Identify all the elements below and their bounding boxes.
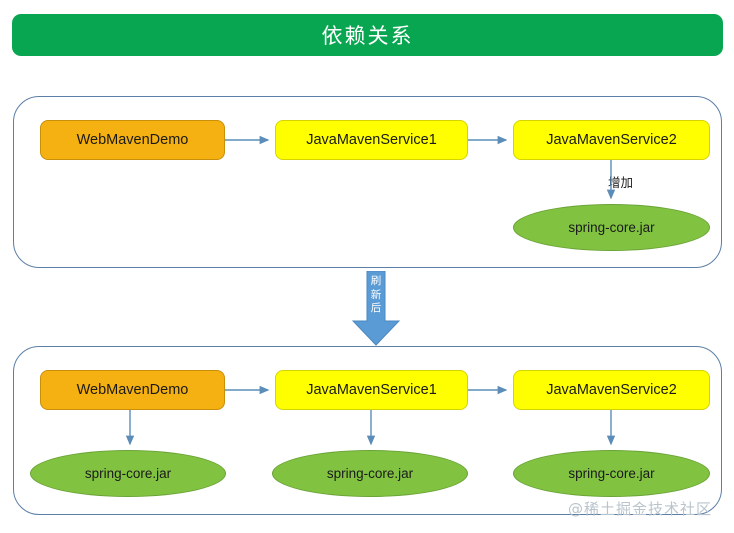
node-javamavenservice1-after[interactable]: JavaMavenService1 [275, 370, 468, 410]
node-webmavendemo-after[interactable]: WebMavenDemo [40, 370, 225, 410]
node-webmavendemo-before[interactable]: WebMavenDemo [40, 120, 225, 160]
refresh-char-1: 刷 [370, 275, 382, 287]
page-title-banner: 依赖关系 [12, 14, 723, 56]
jar-spring-core-after-1[interactable]: spring-core.jar [30, 450, 226, 497]
jar-spring-core-after-2[interactable]: spring-core.jar [272, 450, 468, 497]
watermark: @稀土掘金技术社区 [568, 500, 713, 518]
refresh-block-arrow: 刷 新 后 [351, 270, 401, 346]
page-title: 依赖关系 [321, 24, 414, 48]
edge-label-add: 增加 [608, 175, 634, 190]
node-javamavenservice1-before[interactable]: JavaMavenService1 [275, 120, 468, 160]
jar-spring-core-after-3[interactable]: spring-core.jar [513, 450, 710, 497]
jar-spring-core-before[interactable]: spring-core.jar [513, 204, 710, 251]
block-arrow-shape [351, 270, 401, 346]
refresh-char-3: 后 [370, 302, 382, 314]
node-javamavenservice2-after[interactable]: JavaMavenService2 [513, 370, 710, 410]
refresh-char-2: 新 [370, 288, 382, 301]
refresh-arrow-label: 刷 新 后 [352, 275, 400, 316]
node-javamavenservice2-before[interactable]: JavaMavenService2 [513, 120, 710, 160]
